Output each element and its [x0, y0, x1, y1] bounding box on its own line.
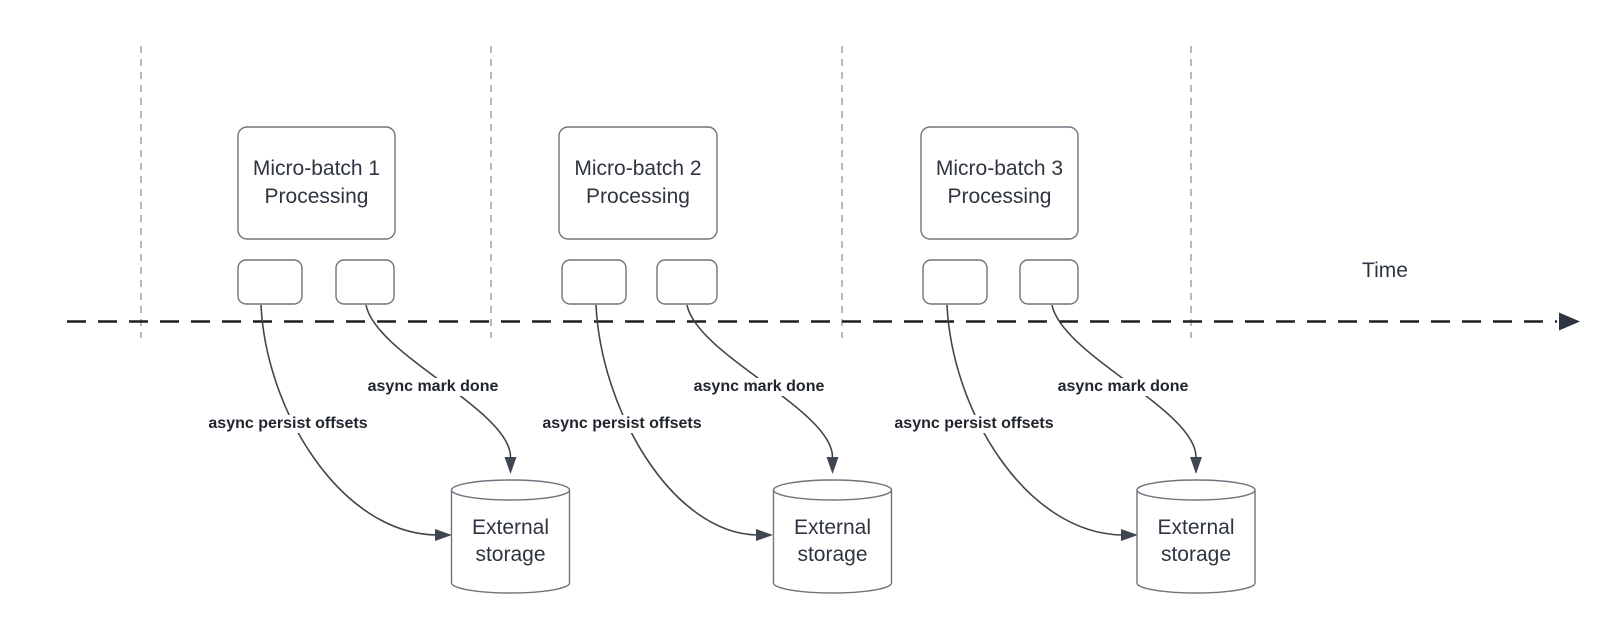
storage-label-2-line2: storage	[797, 543, 868, 566]
mark-done-arrowhead-icon-3	[1190, 457, 1202, 474]
mark-done-arrowhead-icon-1	[504, 457, 517, 474]
persist-arrowhead-icon-3	[1121, 529, 1138, 541]
mark-done-label-2: async mark done	[691, 378, 827, 396]
storage-label-1-line1: External	[471, 516, 550, 539]
storage-label-3-line1: External	[1157, 516, 1235, 539]
storage-cylinder-body-2	[772, 490, 893, 594]
mark-done-arrowhead-icon-2	[826, 457, 839, 474]
storage-cylinder-top-1	[450, 479, 571, 501]
mark-done-label-3: async mark done	[1055, 378, 1191, 396]
microbatch-3-box	[920, 126, 1079, 240]
microbatch-1-title-line1: Micro-batch 1	[252, 157, 381, 180]
mark-done-task-box-3	[1019, 259, 1079, 305]
microbatch-2-title-line1: Micro-batch 2	[574, 157, 702, 180]
storage-label-2: External storage	[794, 514, 871, 568]
time-axis-label: Time	[1362, 259, 1408, 282]
storage-label-1: External storage	[472, 514, 549, 568]
persist-offsets-label-3: async persist offsets	[892, 415, 1056, 433]
mark-done-task-box-2	[656, 259, 718, 305]
microbatch-2-title: Micro-batch 2 Processing	[574, 155, 701, 211]
persist-offsets-label-1: async persist offsets	[206, 415, 370, 433]
persist-task-box-3	[922, 259, 988, 305]
microbatch-1-title: Micro-batch 1 Processing	[253, 155, 380, 211]
microbatch-1-title-line2: Processing	[264, 185, 369, 208]
storage-cylinder-top-2	[772, 479, 893, 501]
microbatch-3-title-line1: Micro-batch 3	[935, 157, 1064, 180]
persist-arrowhead-icon-1	[435, 529, 452, 541]
persist-task-box-2	[561, 259, 627, 305]
storage-cylinder-top-3	[1136, 479, 1256, 501]
microbatch-1-box	[237, 126, 396, 240]
storage-label-3-line2: storage	[1160, 543, 1232, 566]
persist-offsets-arrow-2	[595, 304, 758, 536]
storage-label-2-line1: External	[793, 516, 872, 539]
persist-offsets-label-2: async persist offsets	[540, 415, 704, 433]
storage-cylinder-body-3	[1136, 490, 1256, 594]
storage-label-1-line2: storage	[475, 543, 546, 566]
storage-cylinder-body-1	[450, 490, 571, 594]
mark-done-task-box-1	[335, 259, 395, 305]
persist-offsets-arrow-3	[946, 304, 1123, 536]
microbatch-2-box	[558, 126, 718, 240]
time-axis-arrowhead-icon	[1559, 312, 1580, 331]
microbatch-2-title-line2: Processing	[586, 185, 690, 208]
persist-task-box-1	[237, 259, 303, 305]
microbatch-3-title: Micro-batch 3 Processing	[936, 155, 1063, 211]
storage-label-3: External storage	[1157, 514, 1234, 568]
persist-arrowhead-icon-2	[756, 529, 773, 541]
microbatch-3-title-line2: Processing	[947, 185, 1052, 208]
mark-done-label-1: async mark done	[365, 378, 501, 396]
persist-offsets-arrow-1	[260, 304, 437, 536]
